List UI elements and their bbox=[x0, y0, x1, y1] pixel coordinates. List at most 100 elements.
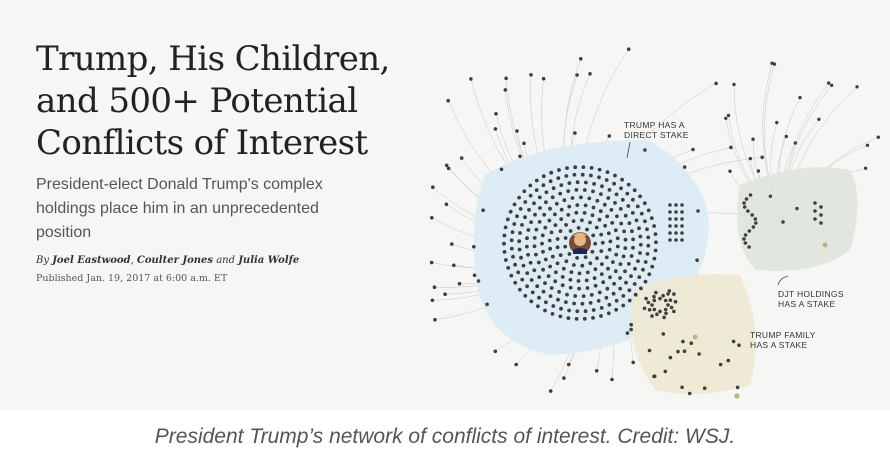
network-node bbox=[650, 314, 654, 318]
network-node bbox=[579, 195, 583, 200]
network-node bbox=[819, 205, 823, 209]
network-node bbox=[737, 343, 741, 348]
network-node bbox=[748, 193, 753, 197]
author-link[interactable]: Joel Eastwood bbox=[52, 255, 131, 266]
network-node bbox=[743, 233, 748, 237]
network-node bbox=[642, 201, 647, 206]
network-node bbox=[588, 301, 593, 305]
network-node bbox=[537, 220, 542, 224]
network-node bbox=[567, 181, 572, 186]
network-node bbox=[652, 294, 656, 299]
network-node bbox=[595, 198, 600, 203]
network-node bbox=[742, 237, 746, 241]
network-node bbox=[541, 76, 546, 81]
author-link[interactable]: Julia Wolfe bbox=[238, 255, 300, 266]
svg-text:TRUMP HAS A: TRUMP HAS A bbox=[624, 120, 685, 130]
network-node bbox=[555, 237, 560, 241]
network-node bbox=[572, 301, 576, 306]
network-node bbox=[691, 147, 695, 152]
network-node bbox=[597, 175, 601, 180]
network-node bbox=[561, 266, 566, 271]
network-node bbox=[526, 252, 530, 257]
network-node bbox=[574, 317, 579, 321]
network-node bbox=[429, 260, 434, 265]
network-node bbox=[516, 270, 521, 275]
network-node bbox=[692, 334, 698, 340]
published-date: Published Jan. 19, 2017 at 6:00 a.m. ET bbox=[36, 273, 228, 284]
network-node bbox=[575, 73, 579, 77]
network-node bbox=[668, 210, 672, 214]
network-node bbox=[647, 272, 652, 277]
network-node bbox=[443, 292, 447, 297]
network-node bbox=[506, 266, 511, 270]
network-node bbox=[795, 206, 799, 211]
network-node bbox=[654, 240, 658, 245]
author-link[interactable]: Coulter Jones bbox=[136, 255, 213, 266]
trump-photo-node[interactable] bbox=[569, 232, 591, 254]
network-node bbox=[643, 219, 647, 224]
network-node bbox=[548, 246, 552, 251]
network-node bbox=[650, 303, 654, 307]
network-node bbox=[697, 352, 701, 356]
network-node bbox=[536, 260, 541, 265]
network-node bbox=[582, 211, 587, 215]
network-node bbox=[654, 290, 658, 295]
network-node bbox=[566, 189, 571, 194]
network-node bbox=[680, 224, 684, 228]
network-node bbox=[548, 389, 553, 393]
network-node bbox=[674, 217, 678, 221]
network-node bbox=[614, 307, 619, 312]
network-node bbox=[645, 227, 649, 232]
network-node bbox=[566, 316, 571, 320]
network-node bbox=[537, 275, 542, 279]
network-node bbox=[543, 257, 548, 262]
network-node bbox=[546, 274, 551, 278]
network-node bbox=[526, 228, 531, 232]
network-node bbox=[548, 206, 552, 211]
network-node bbox=[558, 314, 563, 319]
network-node bbox=[613, 201, 617, 205]
label-direct-stake: TRUMP HAS A DIRECT STAKE bbox=[624, 120, 688, 159]
network-node bbox=[567, 308, 571, 313]
network-node bbox=[646, 208, 651, 213]
network-node bbox=[599, 192, 603, 197]
network-node bbox=[742, 205, 747, 209]
network-node bbox=[669, 305, 674, 310]
network-node bbox=[513, 262, 517, 267]
network-node bbox=[525, 271, 530, 275]
network-node bbox=[666, 292, 670, 296]
network-node bbox=[585, 286, 590, 290]
network-node bbox=[594, 369, 599, 373]
network-node bbox=[625, 331, 630, 335]
network-node bbox=[540, 233, 545, 238]
network-node bbox=[607, 247, 612, 252]
network-node bbox=[611, 260, 615, 264]
network-node bbox=[568, 277, 573, 282]
network-node bbox=[597, 217, 602, 222]
network-node bbox=[638, 234, 643, 239]
network-node bbox=[588, 72, 592, 76]
network-node bbox=[591, 205, 596, 210]
network-node bbox=[472, 273, 477, 278]
network-node bbox=[652, 256, 657, 261]
network-node bbox=[576, 226, 581, 230]
network-node bbox=[554, 201, 559, 206]
network-node bbox=[505, 217, 510, 222]
network-node bbox=[593, 283, 598, 288]
network-node bbox=[534, 227, 539, 232]
network-node bbox=[623, 213, 628, 218]
network-node bbox=[564, 174, 569, 178]
network-node bbox=[652, 374, 657, 379]
network-node bbox=[661, 332, 666, 336]
network-node bbox=[668, 203, 672, 207]
network-node bbox=[493, 127, 498, 131]
network-node bbox=[523, 215, 527, 220]
network-node bbox=[525, 236, 529, 241]
network-node bbox=[534, 178, 539, 183]
network-node bbox=[517, 247, 522, 252]
network-node bbox=[644, 296, 648, 301]
network-node bbox=[645, 252, 650, 256]
network-node bbox=[565, 292, 569, 297]
network-node bbox=[863, 166, 868, 170]
network-node bbox=[601, 280, 606, 285]
